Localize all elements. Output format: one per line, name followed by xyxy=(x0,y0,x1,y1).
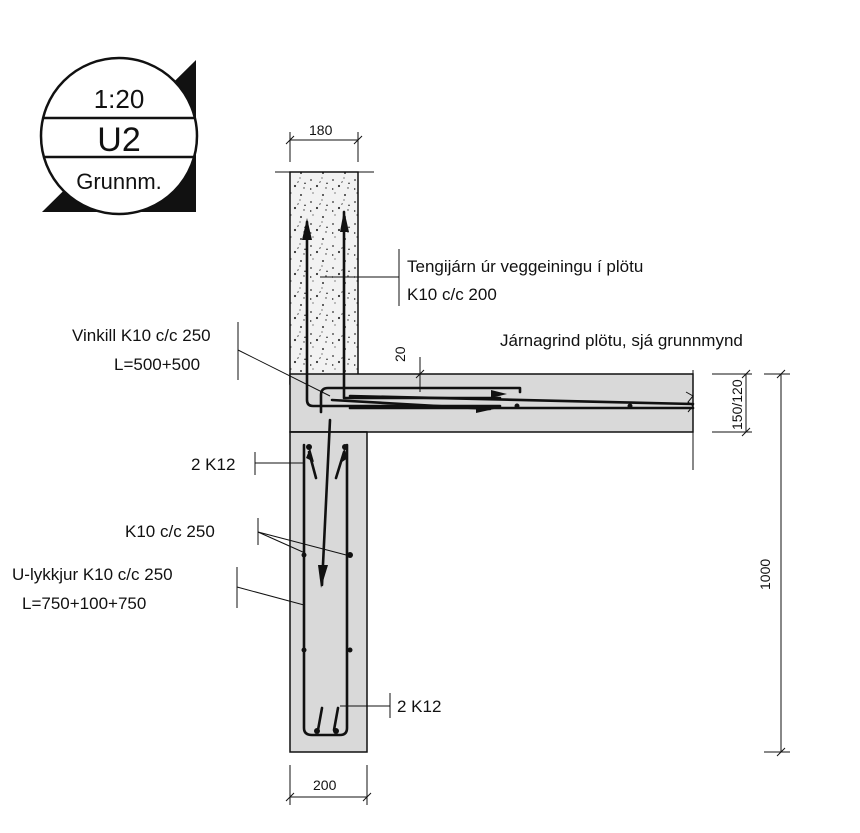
scale-label: 1:20 xyxy=(94,84,145,114)
label-connector-line1: Tengijárn úr veggeiningu í plötu xyxy=(407,257,643,276)
top-bar-dot xyxy=(342,444,348,450)
dim-beam-width: 200 xyxy=(313,777,337,793)
connector-bar xyxy=(342,210,502,400)
break-line-icon xyxy=(685,391,694,413)
label-u-loop-line1: U-lykkjur K10 c/c 250 xyxy=(12,565,173,584)
title-block-circle xyxy=(39,56,199,216)
label-angle-line1: Vinkill K10 c/c 250 xyxy=(72,326,211,345)
label-slab-mesh: Járnagrind plötu, sjá grunnmynd xyxy=(500,331,743,350)
annotations: Tengijárn úr veggeiningu í plötu K10 c/c… xyxy=(12,249,743,718)
reinforcement xyxy=(301,210,695,737)
title-block: 1:20 U2 Grunnm. xyxy=(39,56,199,216)
label-side-bars: K10 c/c 250 xyxy=(125,522,215,541)
label-bottom-bars: 2 K12 xyxy=(397,697,441,716)
dim-beam-height: 1000 xyxy=(757,559,773,590)
u-loop-bar xyxy=(302,443,349,737)
dim-slab-thickness: 150/120 xyxy=(729,379,745,430)
top-bar-dot xyxy=(306,444,312,450)
dimensions: 180 200 150/120 1000 20 xyxy=(285,122,790,805)
dim-cover: 20 xyxy=(392,346,408,362)
precast-wall xyxy=(289,171,359,385)
detail-id: U2 xyxy=(97,121,140,159)
dim-wall-width: 180 xyxy=(309,122,333,138)
label-u-loop-line2: L=750+100+750 xyxy=(22,594,146,613)
edge-beam xyxy=(289,431,368,753)
label-top-bars: 2 K12 xyxy=(191,455,235,474)
label-angle-line2: L=500+500 xyxy=(114,355,200,374)
label-connector-line2: K10 c/c 200 xyxy=(407,285,497,304)
detail-subtitle: Grunnm. xyxy=(76,169,162,194)
bottom-bar-dot xyxy=(314,728,320,734)
bottom-bar-dot xyxy=(333,728,339,734)
